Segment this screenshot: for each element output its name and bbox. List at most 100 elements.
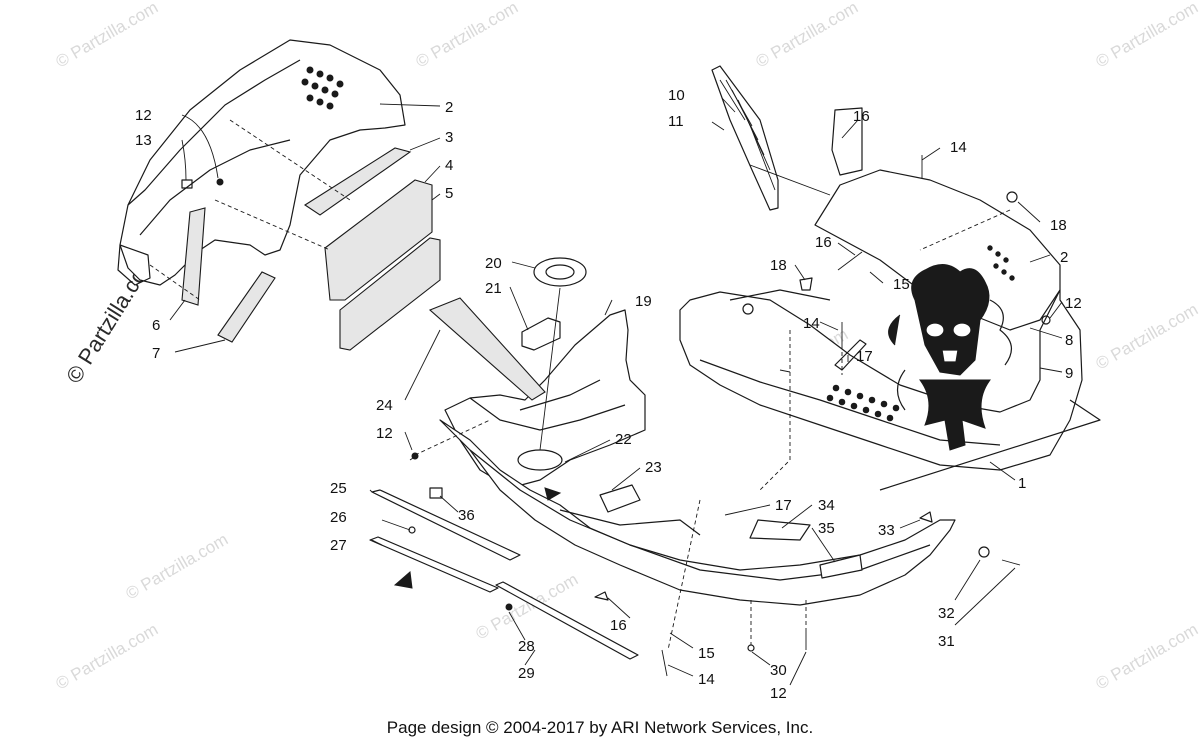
hood-assembly — [679, 169, 1101, 491]
callout-label: 9 — [1065, 365, 1073, 382]
belly-pan-assembly — [393, 257, 1021, 677]
callout-label: 24 — [376, 397, 393, 414]
fastener-13 — [181, 179, 193, 189]
callout-label: 11 — [668, 113, 684, 130]
foam-pad-3 — [303, 147, 412, 216]
pad-21 — [521, 317, 561, 351]
callout-label: 12 — [770, 685, 787, 702]
arrow-marker — [393, 571, 413, 589]
callout-label: 2 — [1060, 249, 1068, 266]
callout-label: 15 — [893, 276, 910, 293]
strip-29 — [495, 581, 639, 660]
callout-label: 8 — [1065, 332, 1073, 349]
callout-label: 18 — [770, 257, 787, 274]
belly-pan-edge — [519, 379, 601, 411]
clip-33 — [919, 511, 933, 523]
skid-plate-ridge — [559, 509, 701, 536]
callout-label: 12 — [1065, 295, 1082, 312]
fastener-28 — [505, 603, 513, 611]
foam-pad-4 — [324, 179, 433, 301]
shield-assembly — [711, 65, 1018, 211]
callout-label: 26 — [330, 509, 347, 526]
tube-17 — [834, 339, 867, 371]
callout-label: 14 — [698, 671, 715, 688]
callout-label: 6 — [152, 317, 160, 334]
callout-label: 17 — [775, 497, 792, 514]
callout-label: 32 — [938, 605, 955, 622]
watermark: © Partzilla.com — [1093, 300, 1200, 374]
vent-screen-10 — [711, 65, 779, 211]
callout-label: 33 — [878, 522, 895, 539]
ring-20 — [533, 257, 587, 287]
skid-strips — [369, 489, 639, 660]
vent-screen-mesh — [719, 79, 776, 191]
callout-label: 34 — [818, 497, 835, 514]
callout-label: 18 — [1050, 217, 1067, 234]
callout-label: 20 — [485, 255, 502, 272]
vent-holes — [301, 66, 344, 110]
callout-label: 4 — [445, 157, 453, 174]
callout-label: 1 — [1018, 475, 1026, 492]
grommet — [742, 303, 754, 315]
callout-label: 29 — [518, 665, 535, 682]
callout-label: 14 — [950, 139, 967, 156]
callout-label: 13 — [135, 132, 152, 149]
callout-label: 30 — [770, 662, 787, 679]
page-footer: Page design © 2004-2017 by ARI Network S… — [386, 718, 814, 737]
washer-32 — [978, 546, 990, 558]
callout-label: 21 — [485, 280, 502, 297]
callout-label: 16 — [853, 108, 870, 125]
callout-label: 10 — [668, 87, 685, 104]
callout-label: 15 — [698, 645, 715, 662]
ring-20-inner — [545, 264, 575, 280]
pin-12 — [1041, 315, 1051, 325]
bracket-23 — [599, 484, 641, 513]
callout-label: 25 — [330, 480, 347, 497]
foam-pad-5 — [339, 237, 441, 351]
callout-label: 16 — [815, 234, 832, 251]
clip-16 — [594, 591, 609, 601]
clip-16 — [837, 251, 863, 271]
callout-label: 3 — [445, 129, 453, 146]
watermark: © Partzilla.com — [753, 0, 862, 71]
watermark: © Partzilla.com — [1093, 0, 1200, 71]
clip-18 — [799, 277, 813, 291]
side-panel-edge — [139, 139, 291, 236]
skull-decal-8 — [888, 264, 1012, 451]
callout-label: 14 — [803, 315, 820, 332]
fastener-30 — [747, 644, 755, 652]
label-34 — [749, 519, 811, 541]
foam-pad-24 — [428, 297, 546, 401]
windshield-16 — [831, 107, 863, 176]
belly-pan-edge — [469, 397, 626, 431]
foam-pad-7 — [217, 271, 276, 343]
fastener-12 — [216, 178, 224, 186]
washer-18 — [1006, 191, 1018, 203]
callout-label: 23 — [645, 459, 662, 476]
foam-pad-6 — [181, 207, 206, 306]
callout-label: 27 — [330, 537, 347, 554]
strip-27 — [369, 536, 499, 593]
callout-label: 28 — [518, 638, 535, 655]
watermark: © Partzilla.com — [413, 0, 522, 71]
callout-label: 12 — [376, 425, 393, 442]
watermark: © Partzilla.com — [53, 620, 162, 694]
callout-label: 31 — [938, 633, 955, 650]
watermark: © Partzilla.com — [1093, 620, 1200, 694]
callout-labels: 2 3 4 5 12 13 6 7 10 11 16 14 18 2 12 8 … — [135, 87, 1082, 702]
screw-31 — [1001, 559, 1021, 566]
arrow-marker — [544, 487, 562, 501]
callout-label: 19 — [635, 293, 652, 310]
side-panel-edge — [127, 59, 301, 206]
side-panel-assembly — [117, 39, 441, 351]
watermark: © Partzilla.com — [123, 530, 232, 604]
callout-label: 2 — [445, 99, 453, 116]
center-leaders — [369, 261, 1016, 686]
callout-label: 16 — [610, 617, 627, 634]
callout-label: 7 — [152, 345, 160, 362]
left-leaders — [169, 103, 441, 353]
hood-base-line — [879, 399, 1101, 491]
leader-dashed — [149, 264, 201, 301]
bracket — [117, 244, 151, 286]
